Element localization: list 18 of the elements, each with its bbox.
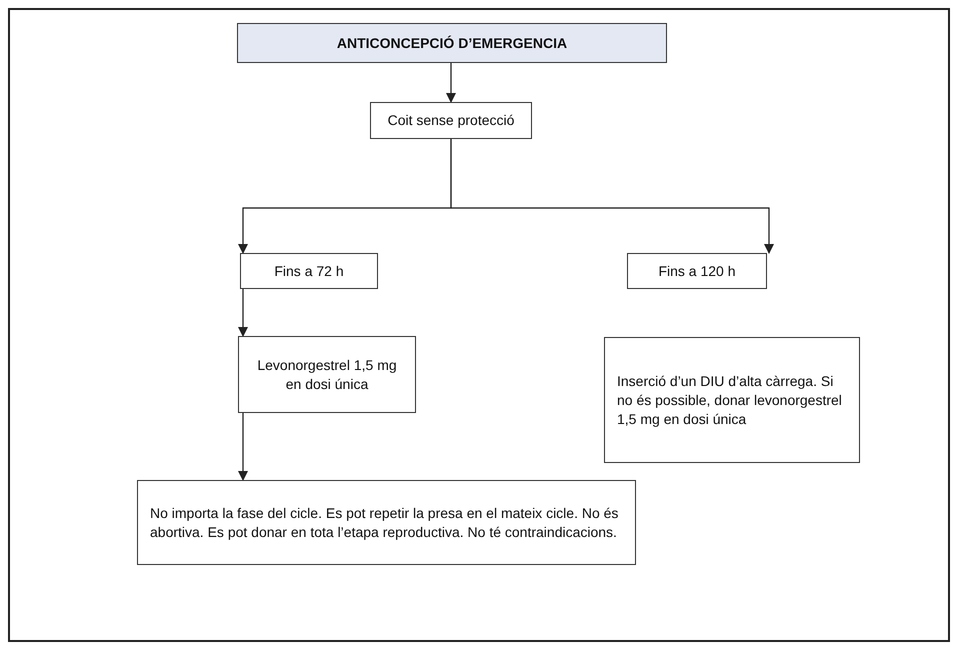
process-box [627,253,767,289]
process-box [370,102,532,139]
box-text: Fins a 120 h [658,262,736,280]
arrow [450,139,774,254]
box-text: No importa la fase del cicle. Es pot repetir la presa en el mateix cicle. No és abortiva. Es pot donar en tota l’etapa reproductiva. No té contraindicacions. [150,504,620,542]
box-text: Coit sense protecció [388,111,514,130]
process-box [238,336,416,413]
process-box [137,480,636,565]
box-text: ANTICONCEPCIÓ D’EMERGENCIA [336,34,568,52]
arrow [238,413,248,481]
box-text: Fins a 72 h [274,262,344,280]
process-box [240,253,378,289]
process-box [604,337,860,463]
box-text: Inserció d’un DIU d’alta càrrega. Si no és possible, donar levonorgestrel 1,5 mg en dosi única [617,372,843,428]
box-text: Levonorgestrel 1,5 mg en dosi única [256,356,398,394]
arrow [446,63,456,103]
arrow [238,289,248,337]
title-box [237,23,667,63]
